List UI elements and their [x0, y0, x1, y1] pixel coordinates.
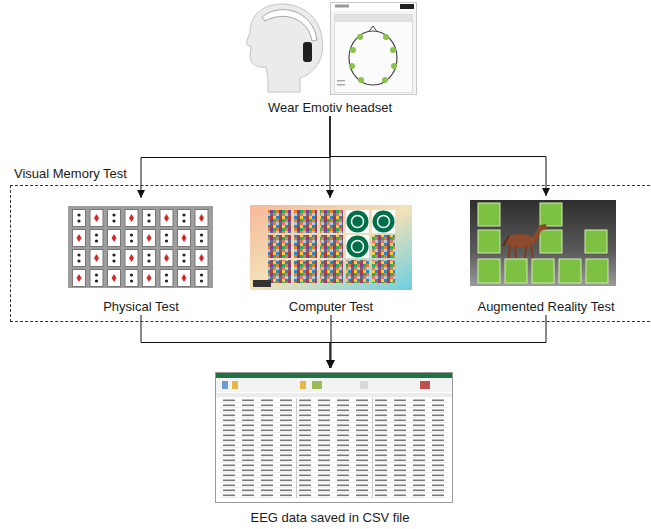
node-label: Computer Test [289, 299, 373, 315]
connector-arrow [330, 116, 546, 196]
dashed-group-box: Visual Memory TestPhysical TestComputer … [10, 185, 651, 322]
augmented-reality-scene [470, 200, 616, 286]
test-panel: Physical Test [63, 198, 219, 315]
connector-arrow [330, 315, 546, 368]
head-with-headset [246, 4, 323, 92]
group-heading: Visual Memory Test [12, 166, 129, 182]
playing-cards-photo [68, 206, 213, 288]
node-label: Augmented Reality Test [477, 299, 614, 315]
node-label: EEG data saved in CSV file [251, 510, 410, 526]
headset-app-screenshot [331, 3, 417, 95]
node-label: Physical Test [103, 299, 179, 315]
data-output-node: EEG data saved in CSV file [202, 368, 458, 526]
connector-arrow [331, 315, 332, 368]
illustration-node: Wear Emotiv headset [232, 0, 428, 116]
node-label: Wear Emotiv headset [268, 100, 392, 116]
connector-arrow [141, 315, 330, 368]
spreadsheet-screenshot [216, 373, 453, 503]
test-panel: Computer Test [246, 198, 416, 315]
computer-memory-game [250, 205, 412, 290]
test-panel: Augmented Reality Test [463, 196, 629, 315]
